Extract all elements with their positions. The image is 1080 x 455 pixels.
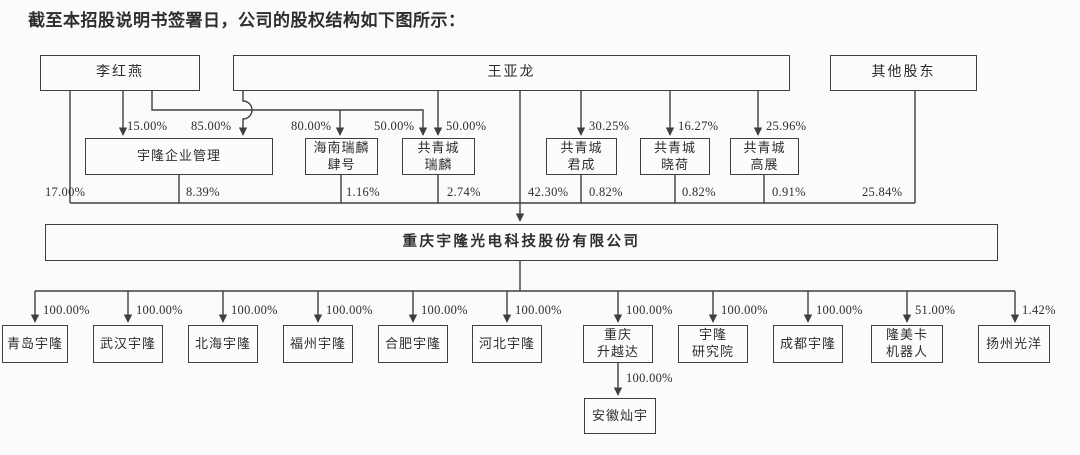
node-hefei-yulong: 合肥宇隆 — [378, 325, 448, 363]
pct-li-in-company: 17.00% — [45, 185, 86, 199]
pct-sub-hebei: 100.00% — [515, 303, 562, 317]
diagram-caption: 截至本招股说明书签署日，公司的股权结构如下图所示： — [28, 11, 466, 30]
pct-sub-research: 100.00% — [721, 303, 768, 317]
node-chengdu-yulong: 成都宇隆 — [773, 325, 843, 363]
pct-to-xiaohe: 16.27% — [678, 119, 719, 133]
pct-grandchild-anhui: 100.00% — [626, 371, 673, 385]
node-hebei-yulong: 河北宇隆 — [472, 325, 542, 363]
pct-sub-qingdao: 100.00% — [43, 303, 90, 317]
node-li-hongyan: 李红燕 — [40, 55, 200, 91]
node-gongqingcheng-xiaohe: 共青城 晓荷 — [640, 138, 710, 175]
node-other-shareholders: 其他股东 — [830, 55, 977, 91]
pct-sub-shengyueda: 100.00% — [626, 303, 673, 317]
node-wuhan-yulong: 武汉宇隆 — [93, 325, 163, 363]
pct-wang-to-ruilin: 50.00% — [446, 119, 487, 133]
pct-ruilin-in-company: 2.74% — [447, 185, 481, 199]
pct-sub-fuzhou: 100.00% — [326, 303, 373, 317]
pct-to-hainan-ruilin: 80.00% — [291, 119, 332, 133]
pct-sub-wuhan: 100.00% — [136, 303, 183, 317]
pct-mgmt-in-company: 8.39% — [186, 185, 220, 199]
node-gongqingcheng-ruilin: 共青城 瑞麟 — [402, 138, 475, 175]
node-qingdao-yulong: 青岛宇隆 — [2, 325, 68, 363]
node-hainan-ruilin-no4: 海南瑞麟 肆号 — [305, 138, 378, 175]
pct-hainan-in-company: 1.16% — [346, 185, 380, 199]
node-yangzhou-guangyang: 扬州光洋 — [978, 325, 1050, 363]
pct-sub-yangzhou: 1.42% — [1022, 303, 1056, 317]
node-wang-yalong: 王亚龙 — [233, 55, 790, 91]
pct-xiaohe-in-company: 0.82% — [682, 185, 716, 199]
node-anhui-canyu: 安徽灿宇 — [584, 398, 656, 434]
pct-to-gaozhan: 25.96% — [766, 119, 807, 133]
pct-li-to-mgmt: 15.00% — [127, 119, 168, 133]
pct-li-to-ruilin: 50.00% — [374, 119, 415, 133]
pct-sub-chengdu: 100.00% — [816, 303, 863, 317]
pct-sub-hefei: 100.00% — [421, 303, 468, 317]
node-beihai-yulong: 北海宇隆 — [188, 325, 258, 363]
pct-gaozhan-in-company: 0.91% — [772, 185, 806, 199]
node-gongqingcheng-gaozhan: 共青城 高展 — [730, 138, 799, 175]
node-gongqingcheng-juncheng: 共青城 君成 — [546, 138, 617, 175]
node-yulong-management: 宇隆企业管理 — [85, 138, 273, 175]
pct-to-juncheng: 30.25% — [589, 119, 630, 133]
pct-wang-to-mgmt: 85.00% — [191, 119, 232, 133]
pct-wang-in-company: 42.30% — [528, 185, 569, 199]
join-lines — [35, 91, 1015, 292]
pct-sub-longmeika: 51.00% — [915, 303, 956, 317]
node-fuzhou-yulong: 福州宇隆 — [283, 325, 353, 363]
pct-sub-beihai: 100.00% — [231, 303, 278, 317]
node-yulong-research-institute: 宇隆 研究院 — [678, 325, 748, 363]
pct-juncheng-in-company: 0.82% — [589, 185, 623, 199]
node-company: 重庆宇隆光电科技股份有限公司 — [45, 224, 998, 261]
node-chongqing-shengyueda: 重庆 升越达 — [583, 325, 653, 363]
node-longmeika-robot: 隆美卡 机器人 — [871, 325, 943, 363]
pct-others-in-company: 25.84% — [862, 185, 903, 199]
